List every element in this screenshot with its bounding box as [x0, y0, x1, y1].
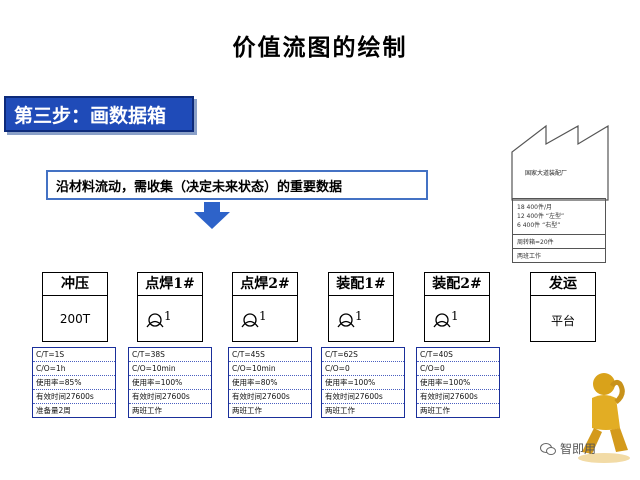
data-box-spotweld-2: C/T=45S C/O=10min 使用率=80% 有效时间27600s 两班工…	[228, 347, 312, 418]
data-row: C/O=0	[417, 362, 499, 376]
data-row: C/T=62S	[322, 348, 404, 362]
process-equipment: 平台	[550, 314, 575, 328]
thinking-figure-icon	[578, 373, 630, 463]
process-box-spotweld-2: 点焊2# 1	[232, 272, 298, 342]
wechat-icon	[540, 442, 556, 455]
customer-name: 国家大道装配厂	[525, 170, 568, 177]
operator-count: 1	[259, 309, 267, 323]
data-row: 两班工作	[132, 406, 162, 415]
operator-icon	[241, 313, 259, 328]
data-row: C/O=10min	[129, 362, 211, 376]
process-name: 点焊2#	[233, 273, 297, 296]
customer-data-table: 18 400件/月 12 400件 “左型” 6 400件 “右型” 周转箱=2…	[512, 198, 606, 263]
data-box-assembly-1: C/T=62S C/O=0 使用率=100% 有效时间27600s 两班工作	[321, 347, 405, 418]
process-name: 装配2#	[425, 273, 489, 296]
data-row: C/O=1h	[33, 362, 115, 376]
data-row: C/T=38S	[129, 348, 211, 362]
data-row: 使用率=85%	[33, 376, 115, 390]
operator-count: 1	[355, 309, 363, 323]
step-label: 第三步：画数据箱	[4, 96, 194, 132]
process-box-spotweld-1: 点焊1# 1	[137, 272, 203, 342]
customer-pallet: 周转箱=20件	[513, 234, 605, 248]
process-equipment: 200T	[59, 312, 91, 326]
data-row: 准备量2周	[36, 406, 71, 415]
process-box-assembly-1: 装配1# 1	[328, 272, 394, 342]
data-row: 使用率=80%	[229, 376, 311, 390]
data-row: 使用率=100%	[322, 376, 404, 390]
data-row: 有效时间27600s	[322, 390, 404, 404]
data-row: 使用率=100%	[129, 376, 211, 390]
operator-count: 1	[164, 309, 172, 323]
customer-factory-icon	[511, 124, 609, 201]
data-box-spotweld-1: C/T=38S C/O=10min 使用率=100% 有效时间27600s 两班…	[128, 347, 212, 418]
data-row: 有效时间27600s	[33, 390, 115, 404]
watermark: 智即用	[540, 440, 596, 457]
data-row: 有效时间27600s	[417, 390, 499, 404]
watermark-text: 智即用	[560, 442, 597, 456]
process-name: 点焊1#	[138, 273, 202, 296]
down-arrow-icon	[194, 202, 230, 229]
operator-count: 1	[451, 309, 459, 323]
data-row: 有效时间27600s	[129, 390, 211, 404]
operator-icon	[146, 313, 164, 328]
data-box-stamping: C/T=1S C/O=1h 使用率=85% 有效时间27600s 准备量2周	[32, 347, 116, 418]
data-row: C/O=0	[322, 362, 404, 376]
process-name: 装配1#	[329, 273, 393, 296]
customer-demand: 18 400件/月 12 400件 “左型” 6 400件 “右型”	[513, 198, 605, 234]
data-row: C/T=40S	[417, 348, 499, 362]
operator-icon	[337, 313, 355, 328]
note-box: 沿材料流动，需收集（决定未来状态）的重要数据	[46, 170, 428, 200]
process-box-shipping: 发运 平台	[530, 272, 596, 342]
process-name: 冲压	[43, 273, 107, 296]
process-box-assembly-2: 装配2# 1	[424, 272, 490, 342]
process-box-stamping: 冲压 200T	[42, 272, 108, 342]
data-row: 两班工作	[420, 406, 450, 415]
data-row: C/T=45S	[229, 348, 311, 362]
demand-line: 18 400件/月	[517, 204, 553, 211]
customer-shift: 两班工作	[513, 248, 605, 262]
data-row: 使用率=100%	[417, 376, 499, 390]
demand-line: 12 400件 “左型”	[517, 213, 565, 220]
data-row: C/O=10min	[229, 362, 311, 376]
data-row: 两班工作	[325, 406, 355, 415]
data-row: 有效时间27600s	[229, 390, 311, 404]
process-name: 发运	[531, 273, 595, 296]
demand-line: 6 400件 “右型”	[517, 222, 561, 229]
data-row: 两班工作	[232, 406, 262, 415]
operator-icon	[433, 313, 451, 328]
slide-title: 价值流图的绘制	[232, 34, 408, 61]
data-box-assembly-2: C/T=40S C/O=0 使用率=100% 有效时间27600s 两班工作	[416, 347, 500, 418]
data-row: C/T=1S	[33, 348, 115, 362]
